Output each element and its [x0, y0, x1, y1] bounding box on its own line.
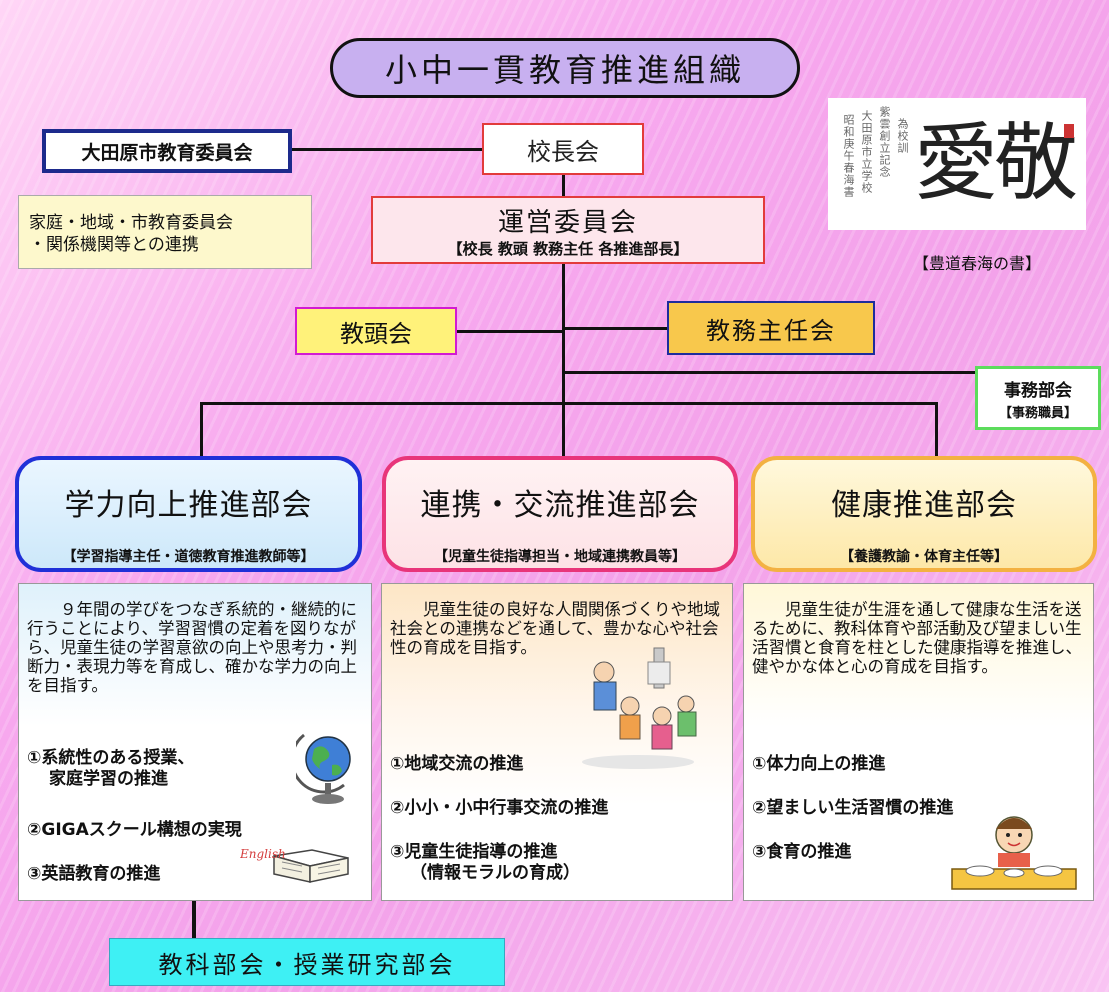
liaison-line-1: 家庭・地域・市教育委員会 [29, 213, 233, 233]
calligraphy-inscription: 為校訓 [896, 118, 909, 154]
globe-icon [290, 733, 351, 804]
board-of-education-box: 大田原市教育委員会 [42, 129, 292, 173]
connector-vice-principal [457, 330, 562, 333]
dept-liaison-item-3: ③児童生徒指導の推進 [390, 842, 558, 862]
chief-teacher-meeting-box: 教務主任会 [667, 301, 875, 355]
calligraphy-seal [1064, 124, 1074, 138]
dept-academic-members: 【学習指導主任・道徳教育推進教師等】 [62, 549, 315, 565]
dept-liaison-title: 連携・交流推進部会 [420, 488, 700, 523]
globe-illustration [290, 725, 360, 807]
liaison-box: 家庭・地域・市教育委員会 ・関係機関等との連携 [18, 195, 312, 269]
liaison-line-2: ・関係機関等との連携 [29, 235, 199, 255]
calligraphy-characters: 愛敬 [914, 114, 1078, 212]
english-book-illustration: English [239, 838, 356, 888]
principal-meeting-box: 校長会 [482, 123, 644, 175]
office-staff-title: 事務部会 [1004, 381, 1072, 401]
subject-meeting-box: 教科部会・授業研究部会 [109, 938, 505, 986]
dept-liaison-header: 連携・交流推進部会 【児童生徒指導担当・地域連携教員等】 [382, 456, 738, 572]
connector-dept-health [935, 402, 938, 456]
vice-principal-meeting-box: 教頭会 [295, 307, 457, 355]
connector-subject-meeting [192, 901, 196, 938]
dept-academic-item-3: ③英語教育の推進 [27, 864, 161, 884]
dept-health-item-2: ②望ましい生活習慣の推進 [752, 798, 954, 818]
dept-health-content: 児童生徒が生涯を通して健康な生活を送るために、教科体育や部活動及び望ましい生活習… [743, 583, 1094, 901]
connector-board-principal [292, 148, 482, 151]
children-icon [582, 647, 697, 769]
dept-liaison-item-1: ①地域交流の推進 [390, 754, 524, 774]
connector-chief-teacher [565, 327, 667, 330]
steering-committee-members: 【校長 教頭 教務主任 各推進部長】 [447, 240, 689, 258]
dept-liaison-content: 児童生徒の良好な人間関係づくりや地域社会との連携などを通して、豊かな心や社会性の… [381, 583, 733, 901]
office-staff-box: 事務部会 【事務職員】 [975, 366, 1101, 430]
dept-academic-item-2: ②GIGAスクール構想の実現 [27, 820, 242, 840]
dept-academic-item-1-cont: 家庭学習の推進 [49, 769, 168, 789]
connector-main-trunk [562, 264, 565, 456]
dept-liaison-item-3-cont: （情報モラルの育成） [410, 863, 580, 883]
book-icon: English [239, 847, 349, 883]
dept-health-description: 児童生徒が生涯を通して健康な生活を送るために、教科体育や部活動及び望ましい生活習… [752, 600, 1082, 676]
dept-health-item-3: ③食育の推進 [752, 842, 852, 862]
calligraphy-caption: 【豊道春海の書】 [912, 254, 1041, 273]
calligraphy-image: 昭和庚午春海書 大田原市立学校 紫雲創立記念 為校訓 愛敬 [828, 98, 1086, 230]
dept-health-header: 健康推進部会 【養護教諭・体育主任等】 [751, 456, 1097, 572]
dept-academic-header: 学力向上推進部会 【学習指導主任・道徳教育推進教師等】 [15, 456, 362, 572]
dept-liaison-item-2: ②小小・小中行事交流の推進 [390, 798, 609, 818]
dept-liaison-members: 【児童生徒指導担当・地域連携教員等】 [434, 549, 686, 565]
connector-dept-academic [200, 402, 203, 456]
office-staff-members: 【事務職員】 [998, 406, 1077, 421]
meal-icon [951, 816, 1077, 890]
connector-principal-steering [562, 175, 565, 196]
dept-health-members: 【養護教諭・体育主任等】 [840, 549, 1008, 565]
book-english-text: English [240, 847, 286, 861]
dept-academic-description: ９年間の学びをつなぎ系統的・継続的に行うことにより、学習習慣の定着を図りながら、… [27, 600, 357, 695]
calligraphy-inscription: 紫雲創立記念 [878, 106, 891, 178]
calligraphy-inscription: 大田原市立学校 [860, 110, 873, 194]
connector-dept-horizontal [200, 402, 938, 405]
steering-committee-title: 運営委員会 [497, 208, 638, 238]
children-illustration [578, 646, 704, 772]
dept-health-item-1: ①体力向上の推進 [752, 754, 886, 774]
calligraphy-inscription: 昭和庚午春海書 [842, 114, 855, 198]
steering-committee-box: 運営委員会 【校長 教頭 教務主任 各推進部長】 [371, 196, 765, 264]
dept-liaison-description: 児童生徒の良好な人間関係づくりや地域社会との連携などを通して、豊かな心や社会性の… [390, 600, 720, 657]
meal-illustration [944, 811, 1084, 895]
dept-health-title: 健康推進部会 [831, 488, 1017, 523]
connector-office [565, 371, 975, 374]
chart-title: 小中一貫教育推進組織 [330, 38, 800, 98]
dept-academic-title: 学力向上推進部会 [64, 488, 313, 523]
dept-academic-item-1: ①系統性のある授業、 [27, 748, 195, 768]
